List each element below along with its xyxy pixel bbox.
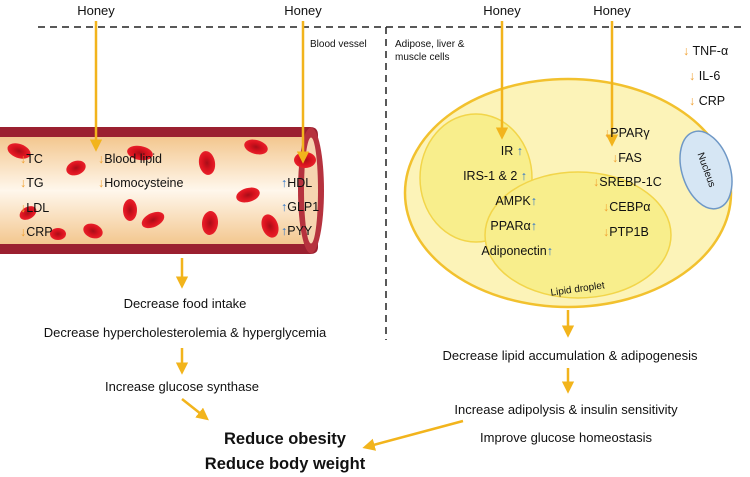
marker-crp-vessel: ↓CRP (20, 225, 53, 239)
honey-label-4: Honey (593, 3, 631, 18)
red-blood-cell (198, 151, 216, 175)
honey-label-1: Honey (77, 3, 115, 18)
final-outcome-1: Reduce obesity (224, 430, 347, 448)
red-blood-cells (7, 139, 316, 240)
left-outcome-3: Increase glucose synthase (105, 379, 259, 394)
marker-irs: IRS-1 & 2 ↑ (463, 169, 527, 183)
honey-label-2: Honey (284, 3, 322, 18)
marker-blood-lipid: ↓Blood lipid (98, 152, 162, 166)
red-blood-cell (123, 199, 137, 221)
red-blood-cell (50, 228, 66, 240)
red-blood-cell (83, 223, 103, 239)
marker-ampk: AMPK↑ (495, 194, 537, 208)
marker-adiponectin: Adiponectin↑ (481, 244, 553, 258)
left-outcome-1: Decrease food intake (124, 296, 247, 311)
right-outcome-3: Improve glucose homeostasis (480, 430, 652, 445)
cell: Nucleus Lipid droplet (403, 77, 733, 309)
marker-ir: IR ↑ (501, 144, 523, 158)
marker-ptp1b: ↓PTP1B (603, 225, 649, 239)
final-outcome-2: Reduce body weight (205, 455, 366, 473)
right-outcome-2: Increase adipolysis & insulin sensitivit… (454, 402, 678, 417)
vessel-markers-left: ↓TC ↓TG ↓LDL ↓CRP (20, 152, 53, 239)
systemic-markers: ↓ TNF-α ↓ IL-6 ↓ CRP (683, 44, 728, 108)
red-blood-cell (7, 143, 31, 159)
flow-arrows (89, 21, 619, 451)
marker-tnf: ↓ TNF-α (683, 44, 728, 58)
nucleus (679, 130, 733, 210)
red-blood-cell (66, 160, 86, 176)
marker-tc: ↓TC (20, 152, 43, 166)
red-blood-cell (294, 152, 316, 168)
left-outcome-2: Decrease hypercholesterolemia & hypergly… (44, 325, 327, 340)
cell-markers-down: ↓PPARγ ↓FAS ↓SREBP-1C ↓CEBPα ↓PTP1B (593, 126, 662, 239)
marker-ppar-gamma: ↓PPARγ (604, 126, 650, 140)
honey-label-3: Honey (483, 3, 521, 18)
cells-label: Adipose, liver & (395, 39, 465, 50)
red-blood-cell (141, 211, 165, 229)
blood-vessel-label: Blood vessel (310, 39, 367, 50)
marker-srebp: ↓SREBP-1C (593, 175, 662, 189)
marker-ppar-alpha: PPARα↑ (490, 219, 537, 233)
arrow-right-final (362, 419, 464, 451)
red-blood-cell (127, 145, 153, 161)
red-blood-cell (244, 139, 268, 155)
right-outcome-1: Decrease lipid accumulation & adipogenes… (442, 348, 698, 363)
arrow-left-final (181, 398, 209, 421)
marker-homocysteine: ↓Homocysteine (98, 176, 183, 190)
marker-fas: ↓FAS (612, 151, 642, 165)
marker-glp1: ↑GLP1 (281, 200, 319, 214)
cell-markers-up: IR ↑ IRS-1 & 2 ↑ AMPK↑ PPARα↑ Adiponecti… (463, 144, 553, 258)
marker-hdl: ↑HDL (281, 176, 312, 190)
marker-pyy: ↑PYY (281, 224, 313, 238)
vessel-markers-mid: ↓Blood lipid ↓Homocysteine (98, 152, 183, 190)
marker-il6: ↓ IL-6 (689, 69, 720, 83)
red-blood-cell (236, 187, 260, 203)
red-blood-cell (19, 206, 37, 220)
marker-ldl: ↓LDL (20, 201, 49, 215)
lipid-droplet-large (484, 171, 672, 299)
vessel-markers-right: ↑HDL ↑GLP1 ↑PYY (281, 176, 319, 238)
marker-crp-systemic: ↓ CRP (689, 94, 725, 108)
cells-label-line2: muscle cells (395, 52, 449, 63)
red-blood-cell (201, 211, 219, 235)
marker-cebp: ↓CEBPα (603, 200, 651, 214)
red-blood-cell (261, 214, 279, 238)
marker-tg: ↓TG (20, 176, 44, 190)
